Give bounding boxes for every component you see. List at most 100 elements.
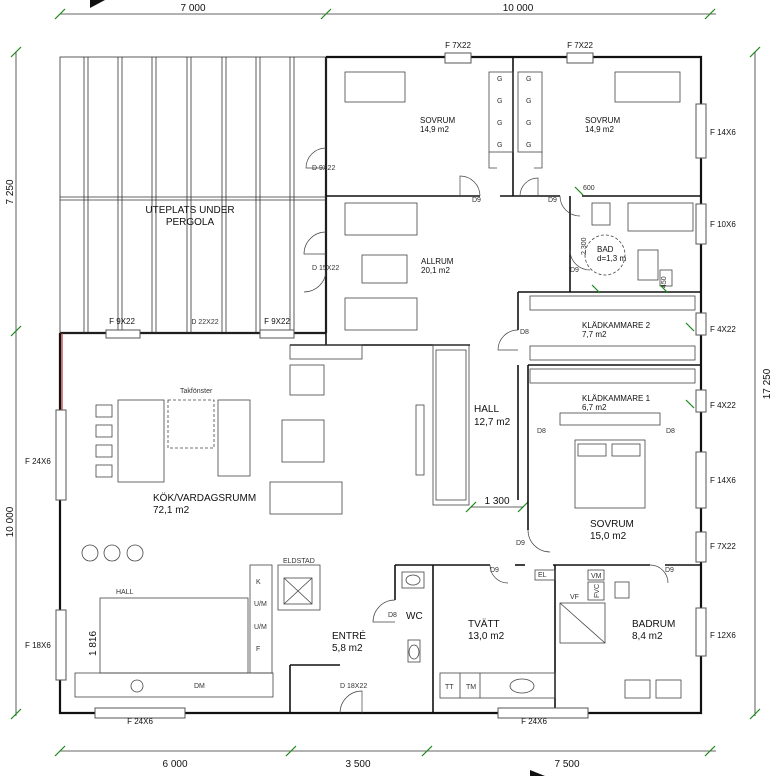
patio-label-line1: UTEPLATS UNDER [145, 205, 234, 216]
kitchen-um-1: U/M [254, 601, 267, 608]
room-name-hall: HALL [474, 404, 499, 415]
dim-bottom-1: 6 000 [162, 759, 187, 770]
window-label-bottom-right: F 24X6 [521, 717, 547, 726]
window-label-top-left: F 7X22 [445, 41, 471, 50]
kitchen-f: F [256, 646, 260, 653]
room-area-bedroom-left: 14,9 m2 [420, 125, 449, 134]
bedroom-furniture [344, 71, 681, 169]
room-name-kladkammare2: KLÄDKAMMARE 2 [582, 321, 651, 330]
room-name-tvatt: TVÄTT [468, 618, 500, 630]
door-label-d9-a: D9 [472, 197, 481, 204]
badrum-fvc: FVC [594, 584, 601, 598]
wardrobe-g-1: G [497, 76, 502, 83]
wardrobe-g-8: G [526, 142, 531, 149]
window-label-left1: F 24X6 [25, 457, 51, 466]
wardrobe-g-5: G [526, 76, 531, 83]
kitchen-k: K [256, 579, 261, 586]
windows [55, 52, 707, 719]
door-label-d8-wc: D8 [388, 612, 397, 619]
room-name-bedroom-left: SOVRUM [420, 116, 455, 125]
dim-right-1: 17 250 [762, 368, 773, 399]
window-labels: F 7X22 F 7X22 F 14X6 F 10X6 F 4X22 F 4X2… [25, 41, 736, 726]
bad-fixtures [584, 202, 694, 287]
interior-walls [289, 57, 701, 713]
room-area-hall: 12,7 m2 [474, 417, 511, 428]
door-label-d9-b: D9 [548, 197, 557, 204]
tvatt-tt: TT [445, 684, 454, 691]
window-label-pergola-right: F 9X22 [264, 317, 290, 326]
door-labels: D 9X22 D 15X22 D 22X22 D9 D9 D9 D8 D8 D8… [191, 165, 675, 690]
patio-label-line2: PERGOLA [166, 217, 215, 228]
door-swings [303, 147, 669, 714]
door-label-pergola: D 22X22 [191, 319, 218, 326]
room-note-bad: d=1,3 m [597, 254, 626, 263]
room-area-kladkammare1: 6,7 m2 [582, 403, 607, 412]
dimension-ticks [10, 8, 761, 757]
window-label-left2: F 18X6 [25, 641, 51, 650]
room-name-master-bedroom: SOVRUM [590, 519, 634, 530]
window-label-bottom-left: F 24X6 [127, 717, 153, 726]
dim-left-2: 10 000 [5, 506, 16, 537]
window-label-r1: F 14X6 [710, 128, 736, 137]
window-label-pergola-left: F 9X22 [109, 317, 135, 326]
hall-width-dim: 1 300 [484, 496, 509, 507]
eldstad-label: ELDSTAD [283, 558, 315, 565]
dim-left-1: 7 250 [5, 179, 16, 204]
window-label-top-right: F 7X22 [567, 41, 593, 50]
door-label-d9-bad: D9 [570, 267, 579, 274]
room-area-kitchen: 72,1 m2 [153, 505, 190, 516]
room-name-bedroom-right: SOVRUM [585, 116, 620, 125]
kitchen-dm: DM [194, 683, 205, 690]
door-label-entry: D 18X22 [340, 683, 367, 690]
door-label-d9-badrum: D9 [665, 567, 674, 574]
room-area-badrum: 8,4 m2 [632, 631, 663, 642]
room-area-entre: 5,8 m2 [332, 643, 363, 654]
small-hall-label: HALL [116, 589, 134, 596]
pergola-beams [59, 56, 327, 334]
entry-counter-dim: 1 816 [88, 631, 99, 656]
door-label-d9-master: D9 [516, 540, 525, 547]
room-name-wc: WC [406, 611, 423, 622]
north-arrow-bottom [530, 770, 545, 776]
door-label-allrum: D 15X22 [312, 265, 339, 272]
kitchen-um-2: U/M [254, 624, 267, 631]
dim-bottom-2: 3 500 [345, 759, 370, 770]
wardrobe-labels: G G G G G G G G [497, 76, 531, 149]
badrum-fixtures [534, 569, 682, 699]
room-name-allrum: ALLRUM [421, 257, 454, 266]
wardrobe-g-6: G [526, 98, 531, 105]
dim-top-1: 7 000 [180, 3, 205, 14]
room-area-master-bedroom: 15,0 m2 [590, 531, 627, 542]
bath-dim-2300: 2 300 [581, 237, 588, 255]
dimension-lines [15, 13, 756, 752]
wc-fixtures [401, 571, 425, 663]
window-label-r2: F 10X6 [710, 220, 736, 229]
window-label-r5: F 14X6 [710, 476, 736, 485]
window-label-r3: F 4X22 [710, 325, 736, 334]
green-markers [574, 186, 695, 409]
kladkammare-shelves [529, 295, 696, 426]
window-label-r7: F 12X6 [710, 631, 736, 640]
room-area-kladkammare2: 7,7 m2 [582, 330, 607, 339]
dim-top-2: 10 000 [503, 3, 534, 14]
tvatt-fixtures [439, 672, 556, 699]
room-name-kitchen: KÖK/VARDAGSRUMM [153, 492, 256, 504]
door-label-d8-k1-right: D8 [666, 428, 675, 435]
wardrobe-g-2: G [497, 98, 502, 105]
north-arrow-top [90, 0, 105, 8]
tvatt-tm: TM [466, 684, 476, 691]
hall-bench [415, 344, 470, 506]
master-bed [574, 439, 646, 509]
bath-dim-600: 600 [583, 185, 595, 192]
wardrobe-g-7: G [526, 120, 531, 127]
kitchen-furniture [74, 344, 363, 698]
badrum-el: EL [538, 572, 547, 579]
window-label-r4: F 4X22 [710, 401, 736, 410]
wardrobe-g-3: G [497, 120, 502, 127]
wardrobe-g-4: G [497, 142, 502, 149]
allrum-furniture [344, 202, 418, 331]
room-name-badrum: BADRUM [632, 619, 675, 630]
room-name-entre: ENTRÉ [332, 629, 366, 642]
badrum-vm: VM [591, 573, 602, 580]
